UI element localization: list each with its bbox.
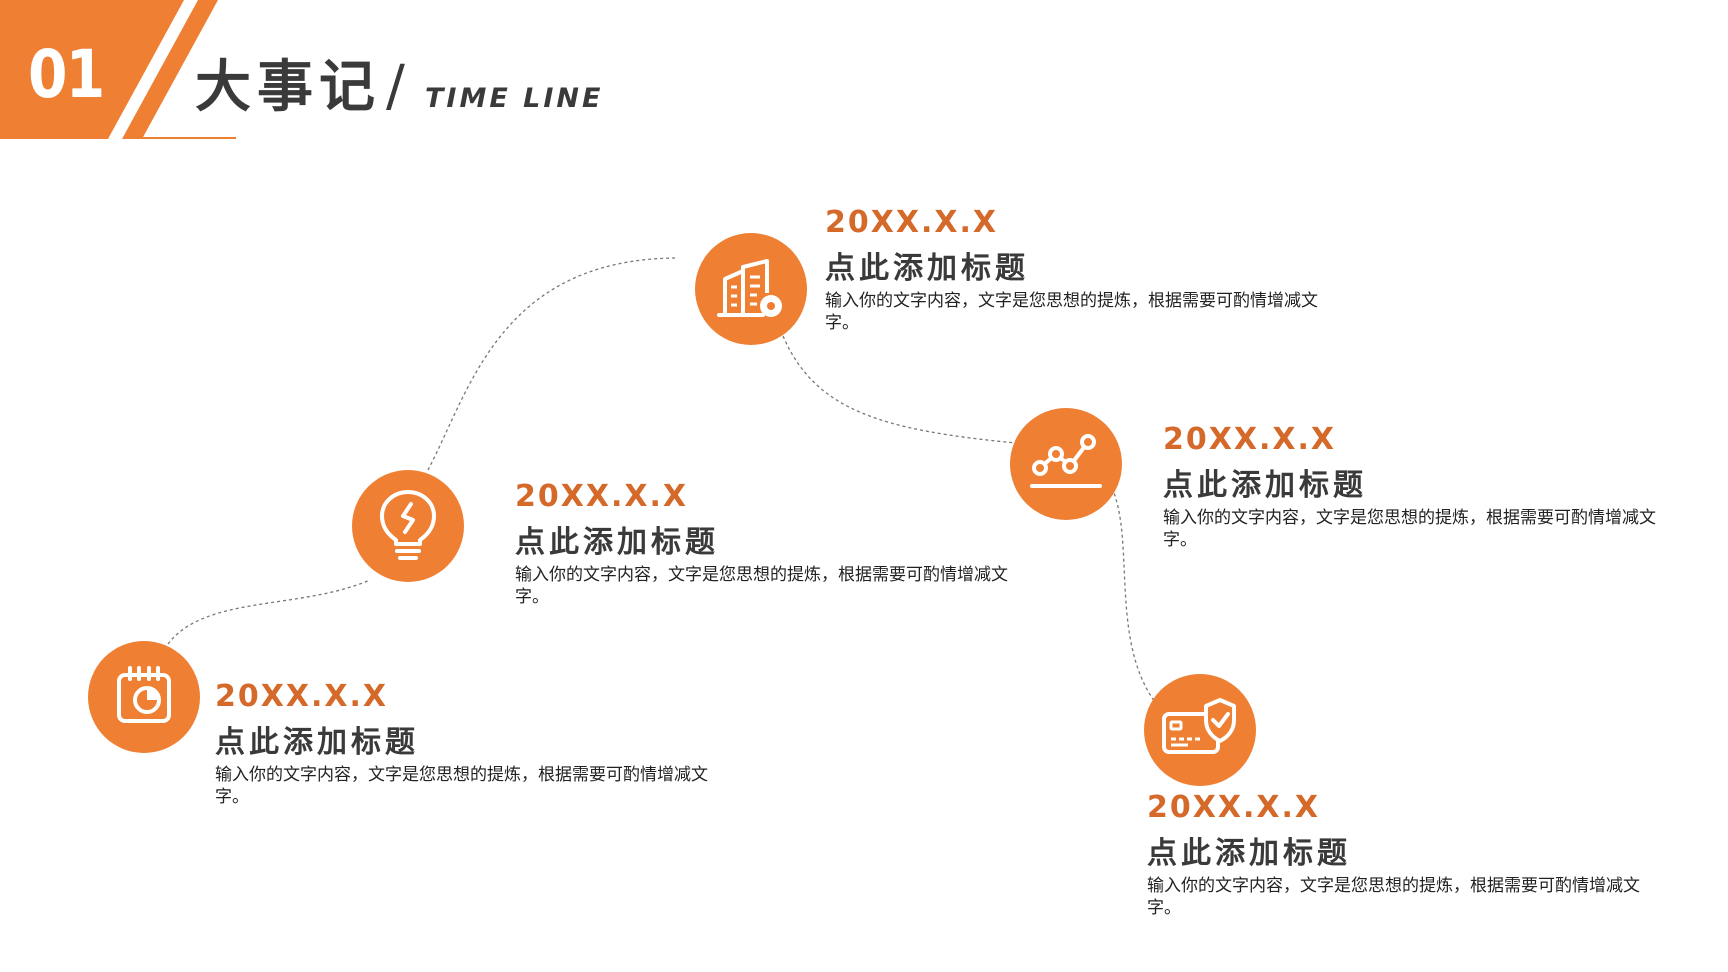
- event-description: 输入你的文字内容，文字是您思想的提炼，根据需要可酌情增减文字。: [515, 565, 1008, 607]
- timeline-node-1: [88, 641, 200, 753]
- header-banner: [0, 0, 236, 139]
- event-description: 输入你的文字内容，文字是您思想的提炼，根据需要可酌情增减文字。: [215, 765, 708, 807]
- timeline-event-5: 20XX.X.X 点此添加标题 输入你的文字内容，文字是您思想的提炼，根据需要可…: [1147, 789, 1667, 919]
- event-title: 点此添加标题: [515, 525, 719, 560]
- event-title: 点此添加标题: [1163, 468, 1367, 503]
- timeline-node-4: [1010, 408, 1122, 520]
- timeline-event-2: 20XX.X.X 点此添加标题 输入你的文字内容，文字是您思想的提炼，根据需要可…: [515, 478, 1035, 608]
- event-date: 20XX.X.X: [215, 679, 389, 714]
- accent-stripe: [122, 0, 218, 139]
- page-title: 大事记: [195, 54, 381, 120]
- event-title: 点此添加标题: [215, 725, 419, 760]
- event-title: 点此添加标题: [825, 251, 1029, 286]
- credit-card-shield-icon: [1162, 698, 1236, 754]
- event-date: 20XX.X.X: [1163, 422, 1337, 457]
- event-date: 20XX.X.X: [1147, 790, 1321, 825]
- event-description: 输入你的文字内容，文字是您思想的提炼，根据需要可酌情增减文字。: [825, 291, 1318, 333]
- event-description: 输入你的文字内容，文字是您思想的提炼，根据需要可酌情增减文字。: [1163, 508, 1656, 550]
- number-badge-shape: [0, 0, 184, 139]
- timeline-node-5: [1144, 674, 1256, 786]
- connector-segment-4: [1111, 487, 1156, 703]
- timeline-event-1: 20XX.X.X 点此添加标题 输入你的文字内容，文字是您思想的提炼，根据需要可…: [215, 678, 735, 808]
- line-chart-icon: [1030, 434, 1102, 488]
- page-subtitle: TIME LINE: [425, 83, 604, 114]
- timeline-event-3: 20XX.X.X 点此添加标题 输入你的文字内容，文字是您思想的提炼，根据需要可…: [825, 204, 1345, 334]
- calendar-icon: [117, 666, 171, 723]
- section-number: 01: [28, 36, 105, 113]
- lightbulb-icon: [380, 490, 436, 560]
- connector-segment-2: [427, 257, 676, 471]
- event-title: 点此添加标题: [1147, 836, 1351, 871]
- connector-segment-3: [782, 335, 1017, 444]
- event-date: 20XX.X.X: [515, 479, 689, 514]
- timeline-node-2: [352, 470, 464, 582]
- building-icon: [717, 259, 782, 317]
- event-date: 20XX.X.X: [825, 205, 999, 240]
- connector-segment-1: [167, 579, 371, 645]
- title-separator: /: [386, 54, 405, 119]
- timeline-node-3: [695, 233, 807, 345]
- event-description: 输入你的文字内容，文字是您思想的提炼，根据需要可酌情增减文字。: [1147, 876, 1640, 918]
- timeline-event-4: 20XX.X.X 点此添加标题 输入你的文字内容，文字是您思想的提炼，根据需要可…: [1163, 421, 1683, 551]
